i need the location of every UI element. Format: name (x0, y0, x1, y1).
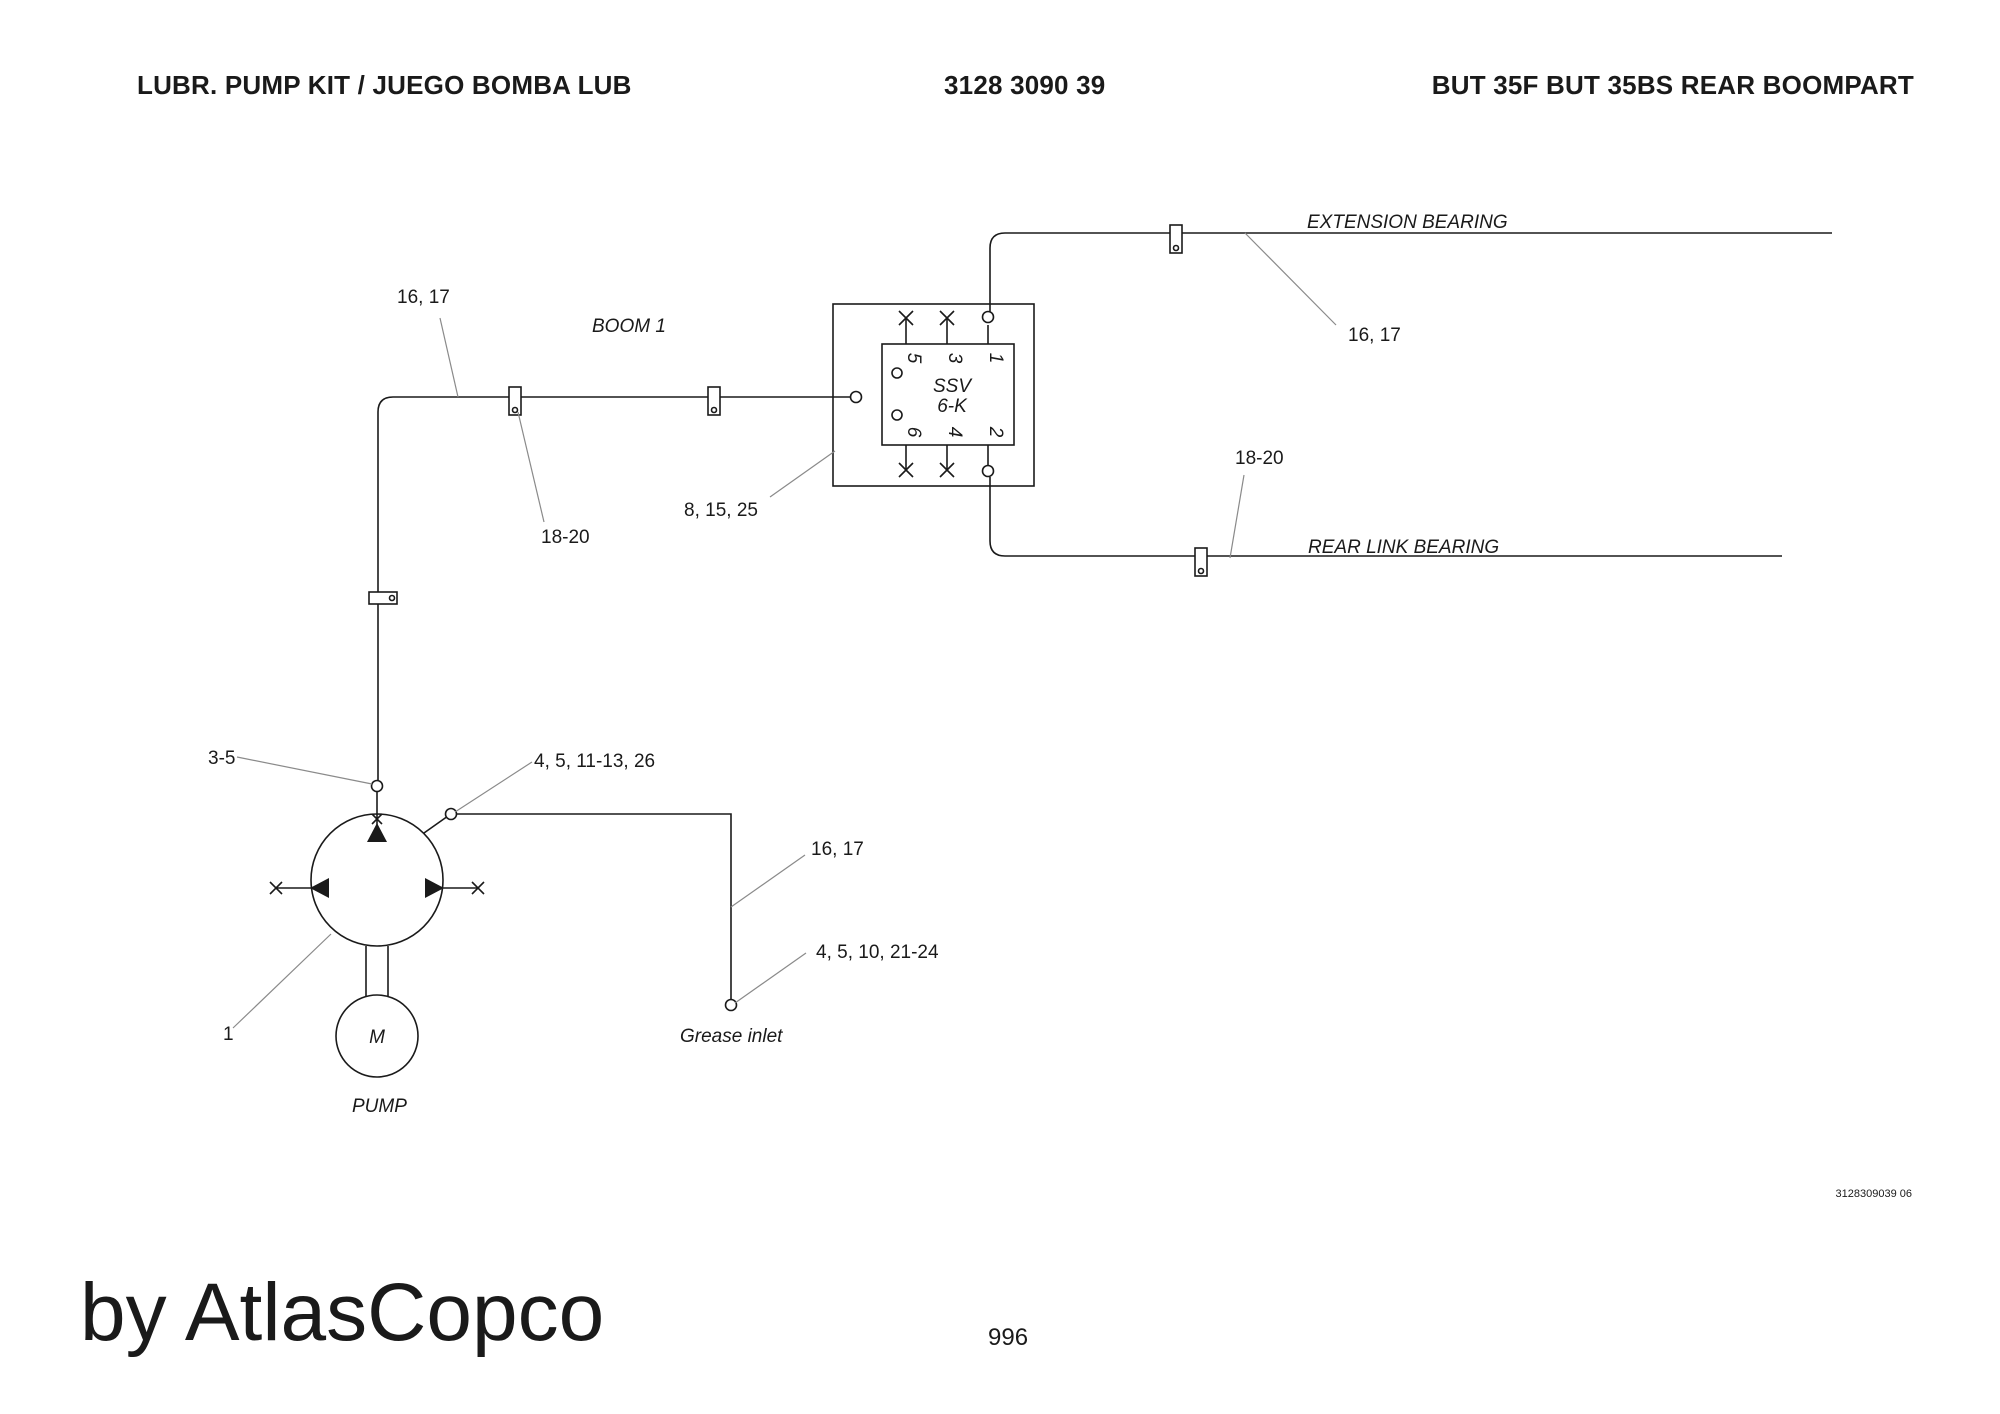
port-number: 3 (944, 353, 965, 364)
pump-label: PUMP (352, 1096, 407, 1117)
page-number: 996 (988, 1324, 1029, 1351)
callout: 4, 5, 10, 21-24 (816, 942, 939, 963)
part-number: 3128 3090 39 (944, 70, 1106, 100)
callout: 16, 17 (1348, 325, 1401, 346)
clamp-icon (508, 386, 522, 416)
callout: 3-5 (208, 748, 235, 769)
plug-port-4 (939, 462, 955, 478)
pump-outlet-fitting (370, 779, 384, 793)
inlet-port (849, 390, 863, 404)
fill-fitting (444, 807, 458, 821)
plug-port-5 (898, 310, 914, 326)
main-supply-line (377, 396, 862, 780)
port-number: 5 (903, 353, 924, 364)
callout: 16, 17 (397, 287, 450, 308)
ssv-valve-body (881, 343, 1015, 446)
callout: 8, 15, 25 (684, 500, 758, 521)
motor-icon (335, 994, 419, 1078)
callout: 18-20 (541, 527, 590, 548)
boom-label: BOOM 1 (592, 316, 666, 337)
pump-arrow-left-icon (310, 878, 329, 898)
clamp-icon (1169, 224, 1183, 254)
port-number: 6 (903, 427, 924, 438)
port-number: 1 (985, 353, 1006, 364)
port-number: 4 (944, 427, 965, 438)
rear-link-bearing-label: REAR LINK BEARING (1308, 537, 1499, 558)
callout: 16, 17 (811, 839, 864, 860)
outlet-port-1 (981, 310, 995, 324)
ssv-model-label: 6-K (937, 396, 968, 417)
ssv-mounting-plate (832, 303, 1035, 487)
port-number: 2 (985, 426, 1006, 438)
fill-line (456, 813, 732, 1000)
callout: 1 (223, 1024, 234, 1045)
clamp-icon (368, 591, 398, 605)
outlet-port-2 (981, 464, 995, 478)
extension-bearing-line (989, 232, 1832, 312)
clamp-icon (707, 386, 721, 416)
rear-link-bearing-line (989, 477, 1782, 557)
grease-inlet-fitting (724, 998, 738, 1012)
callout: 18-20 (1235, 448, 1284, 469)
callout: 4, 5, 11-13, 26 (534, 751, 655, 772)
extension-bearing-label: EXTENSION BEARING (1307, 212, 1508, 233)
document-title: LUBR. PUMP KIT / JUEGO BOMBA LUB (137, 70, 632, 100)
drawing-number: 3128309039 06 (1835, 1188, 1912, 1200)
plug-port-3 (939, 310, 955, 326)
clamp-icon (1194, 547, 1208, 577)
brand-text: by AtlasCopco (80, 1267, 605, 1358)
model-designation: BUT 35F BUT 35BS REAR BOOMPART (1431, 70, 1914, 100)
motor-label: M (369, 1027, 385, 1048)
grease-inlet-label: Grease inlet (680, 1026, 783, 1047)
plug-port-6 (898, 462, 914, 478)
pump-arrow-right-icon (425, 878, 444, 898)
ssv-label: SSV (933, 376, 973, 397)
pump-arrow-up-icon (367, 823, 387, 842)
